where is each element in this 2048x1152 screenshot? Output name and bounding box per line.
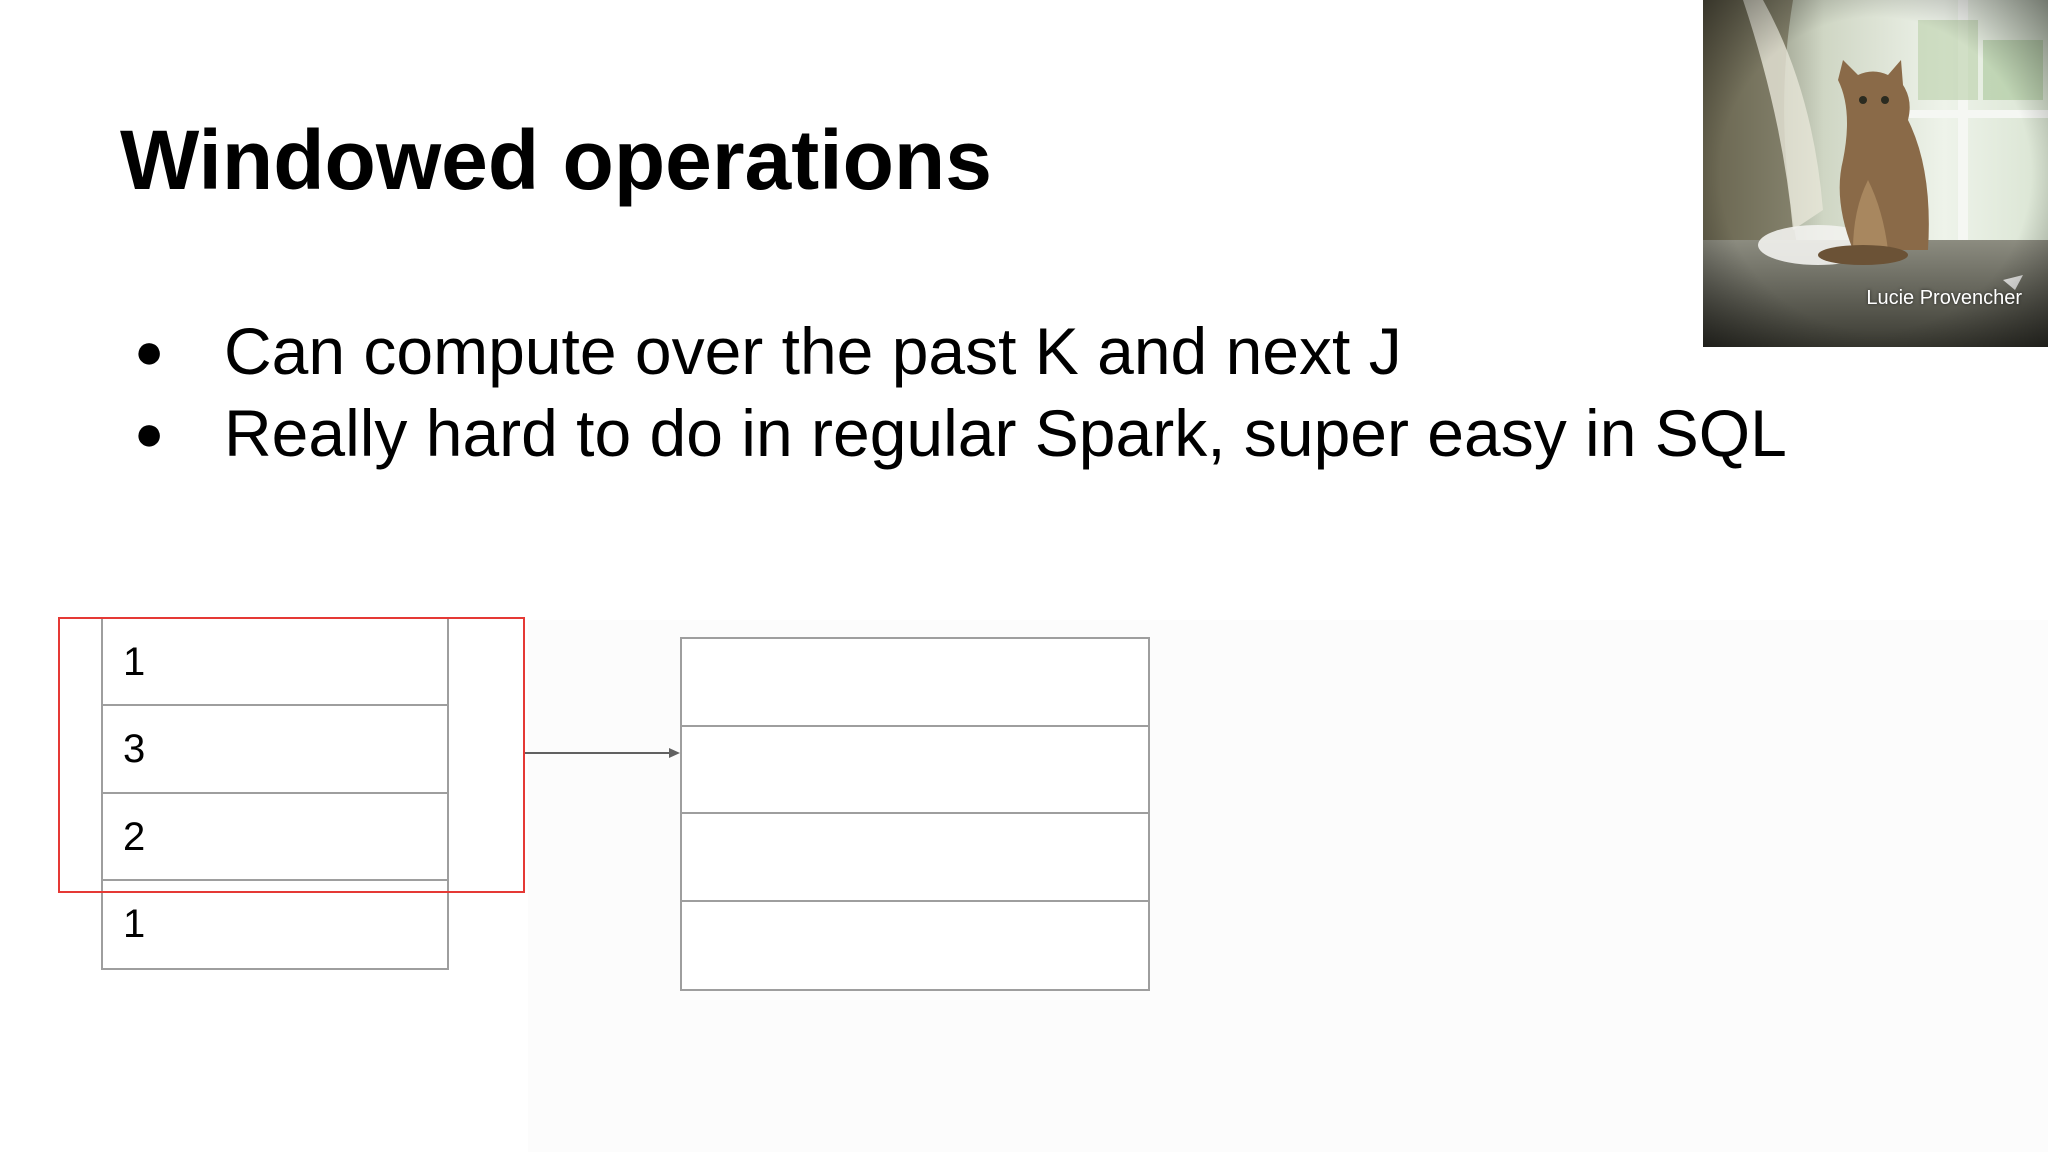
input-cell-value: 1 xyxy=(123,640,146,684)
output-cell xyxy=(682,727,1148,814)
cat-photo: Lucie Provencher xyxy=(1703,0,2048,347)
bullet-marker: ● xyxy=(134,323,165,379)
output-cell xyxy=(682,902,1148,990)
window-frame xyxy=(58,617,525,893)
input-cell: 1 xyxy=(103,881,447,968)
bullet-marker: ● xyxy=(134,405,165,461)
output-cell xyxy=(682,639,1148,727)
cat-photo-illustration xyxy=(1703,0,2048,347)
bullet-text: Really hard to do in regular Spark, supe… xyxy=(224,396,1787,470)
input-cell-value: 3 xyxy=(123,727,146,772)
input-cell: 2 xyxy=(103,794,447,881)
arrow-right-icon xyxy=(525,748,680,758)
input-table: 1 3 2 1 xyxy=(101,617,449,970)
bullet-text: Can compute over the past K and next J xyxy=(224,314,1402,388)
output-cell xyxy=(682,814,1148,902)
input-cell-value: 2 xyxy=(123,814,146,859)
input-cell: 1 xyxy=(103,619,447,707)
slide-title: Windowed operations xyxy=(120,113,992,207)
photo-credit: Lucie Provencher xyxy=(1866,287,2022,309)
input-cell-value: 1 xyxy=(123,901,146,946)
output-table xyxy=(680,637,1150,991)
input-cell: 3 xyxy=(103,706,447,794)
